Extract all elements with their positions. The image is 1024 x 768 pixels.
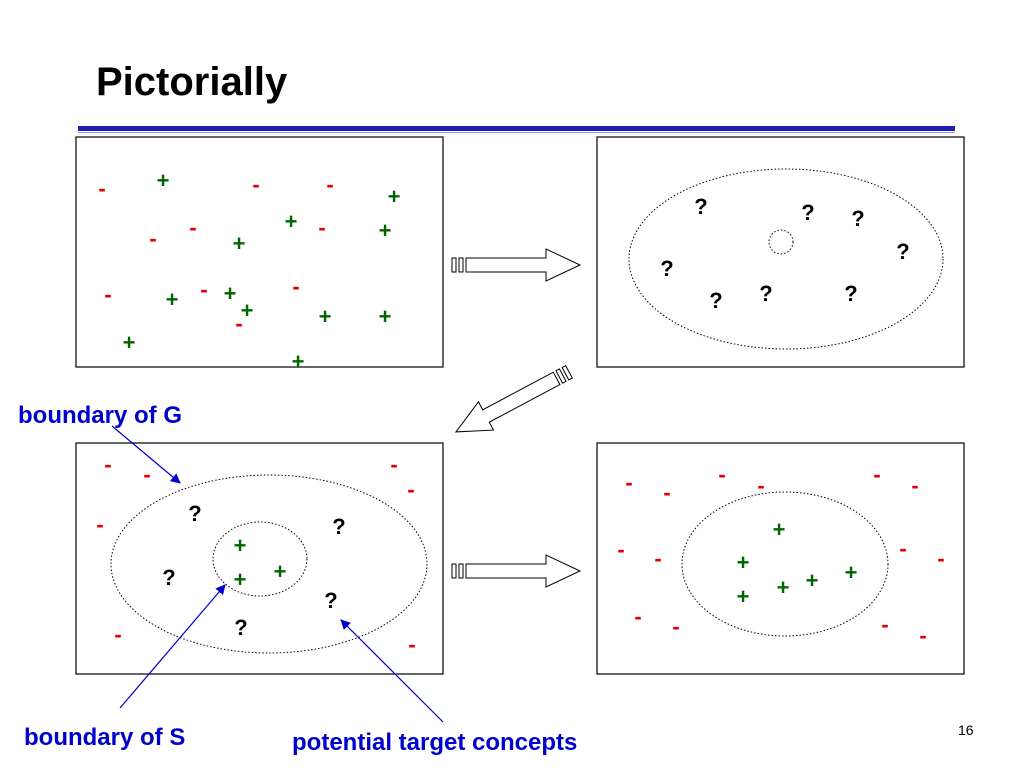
unknown-concept: ? (844, 281, 857, 306)
page-number: 16 (958, 722, 974, 738)
version-space-top-right: ? ? ? ? ? ? ? ? (660, 194, 909, 313)
panel-top-left (75, 136, 444, 368)
positive-example: + (806, 568, 819, 593)
negative-example: - (937, 546, 944, 571)
unknown-concept: ? (660, 256, 673, 281)
negative-example: - (114, 622, 121, 647)
positive-example: + (737, 584, 750, 609)
unknown-concept: ? (162, 565, 175, 590)
unknown-concept: ? (188, 501, 201, 526)
negative-example: - (654, 546, 661, 571)
boundary-g-ellipse-initial (628, 168, 944, 350)
positive-example: + (274, 559, 287, 584)
negative-example: - (757, 473, 764, 498)
positive-example: + (845, 560, 858, 585)
title-underline-shadow (78, 132, 955, 133)
unknown-concept: ? (694, 194, 707, 219)
negative-example: - (200, 277, 207, 302)
negative-example: - (672, 614, 679, 639)
positive-example: + (737, 550, 750, 575)
label-potential-target-concepts: potential target concepts (292, 729, 578, 756)
negative-example: - (718, 462, 725, 487)
positive-example: + (157, 168, 170, 193)
negative-example: - (407, 477, 414, 502)
pointer-boundary-g (111, 425, 181, 484)
negative-example: - (390, 452, 397, 477)
negative-example: - (326, 172, 333, 197)
panel-top-right (596, 136, 965, 368)
block-arrow-top (451, 248, 582, 282)
positive-example: + (773, 517, 786, 542)
training-examples-top-left: + + + + + + + + + + + + - - - - - - - - … (98, 168, 400, 374)
positive-example: + (379, 218, 392, 243)
negative-example: - (98, 176, 105, 201)
slide-title: Pictorially (96, 60, 288, 104)
unknown-concept: ? (851, 206, 864, 231)
negative-example: - (663, 480, 670, 505)
unknown-concept: ? (801, 200, 814, 225)
negative-example: - (617, 537, 624, 562)
negative-example: - (104, 282, 111, 307)
converged-bottom-right: - - - - - - - - - - - - - - + + + + + + (617, 462, 944, 648)
unknown-concept: ? (234, 615, 247, 640)
positive-example: + (224, 281, 237, 306)
panel-bottom-left (75, 442, 444, 675)
negative-example: - (104, 452, 111, 477)
title-underline (78, 126, 955, 131)
negative-example: - (318, 215, 325, 240)
unknown-concept: ? (759, 281, 772, 306)
positive-example: + (388, 184, 401, 209)
negative-example: - (881, 612, 888, 637)
negative-example: - (911, 473, 918, 498)
version-space-bottom-left: - - - - - - - + + + ? ? ? ? ? (96, 452, 415, 657)
negative-example: - (625, 470, 632, 495)
negative-example: - (292, 274, 299, 299)
negative-example: - (634, 604, 641, 629)
label-boundary-of-g: boundary of G (18, 402, 182, 429)
unknown-concept: ? (324, 588, 337, 613)
unknown-concept: ? (709, 288, 722, 313)
negative-example: - (873, 462, 880, 487)
negative-example: - (919, 623, 926, 648)
negative-example: - (96, 512, 103, 537)
negative-example: - (189, 215, 196, 240)
label-boundary-of-s: boundary of S (24, 724, 186, 751)
boundary-s-ellipse (212, 521, 308, 597)
unknown-concept: ? (896, 239, 909, 264)
converged-concept-ellipse (681, 491, 889, 637)
positive-example: + (241, 298, 254, 323)
pointer-potential-targets (340, 619, 444, 723)
negative-example: - (235, 311, 242, 336)
boundary-g-ellipse (110, 474, 428, 654)
negative-example: - (143, 462, 150, 487)
positive-example: + (777, 575, 790, 600)
positive-example: + (123, 330, 136, 355)
negative-example: - (149, 226, 156, 251)
positive-example: + (292, 349, 305, 374)
positive-example: + (166, 287, 179, 312)
positive-example: + (233, 231, 246, 256)
boundary-s-circle-initial (768, 229, 794, 255)
block-arrow-bottom (451, 554, 582, 588)
negative-example: - (899, 536, 906, 561)
unknown-concept: ? (332, 514, 345, 539)
block-arrow-diagonal (454, 364, 573, 433)
panel-bottom-right (596, 442, 965, 675)
positive-example: + (319, 304, 332, 329)
negative-example: - (408, 632, 415, 657)
pointer-boundary-s (119, 584, 226, 709)
positive-example: + (285, 209, 298, 234)
positive-example: + (379, 304, 392, 329)
positive-example: + (234, 567, 247, 592)
negative-example: - (252, 172, 259, 197)
positive-example: + (234, 533, 247, 558)
